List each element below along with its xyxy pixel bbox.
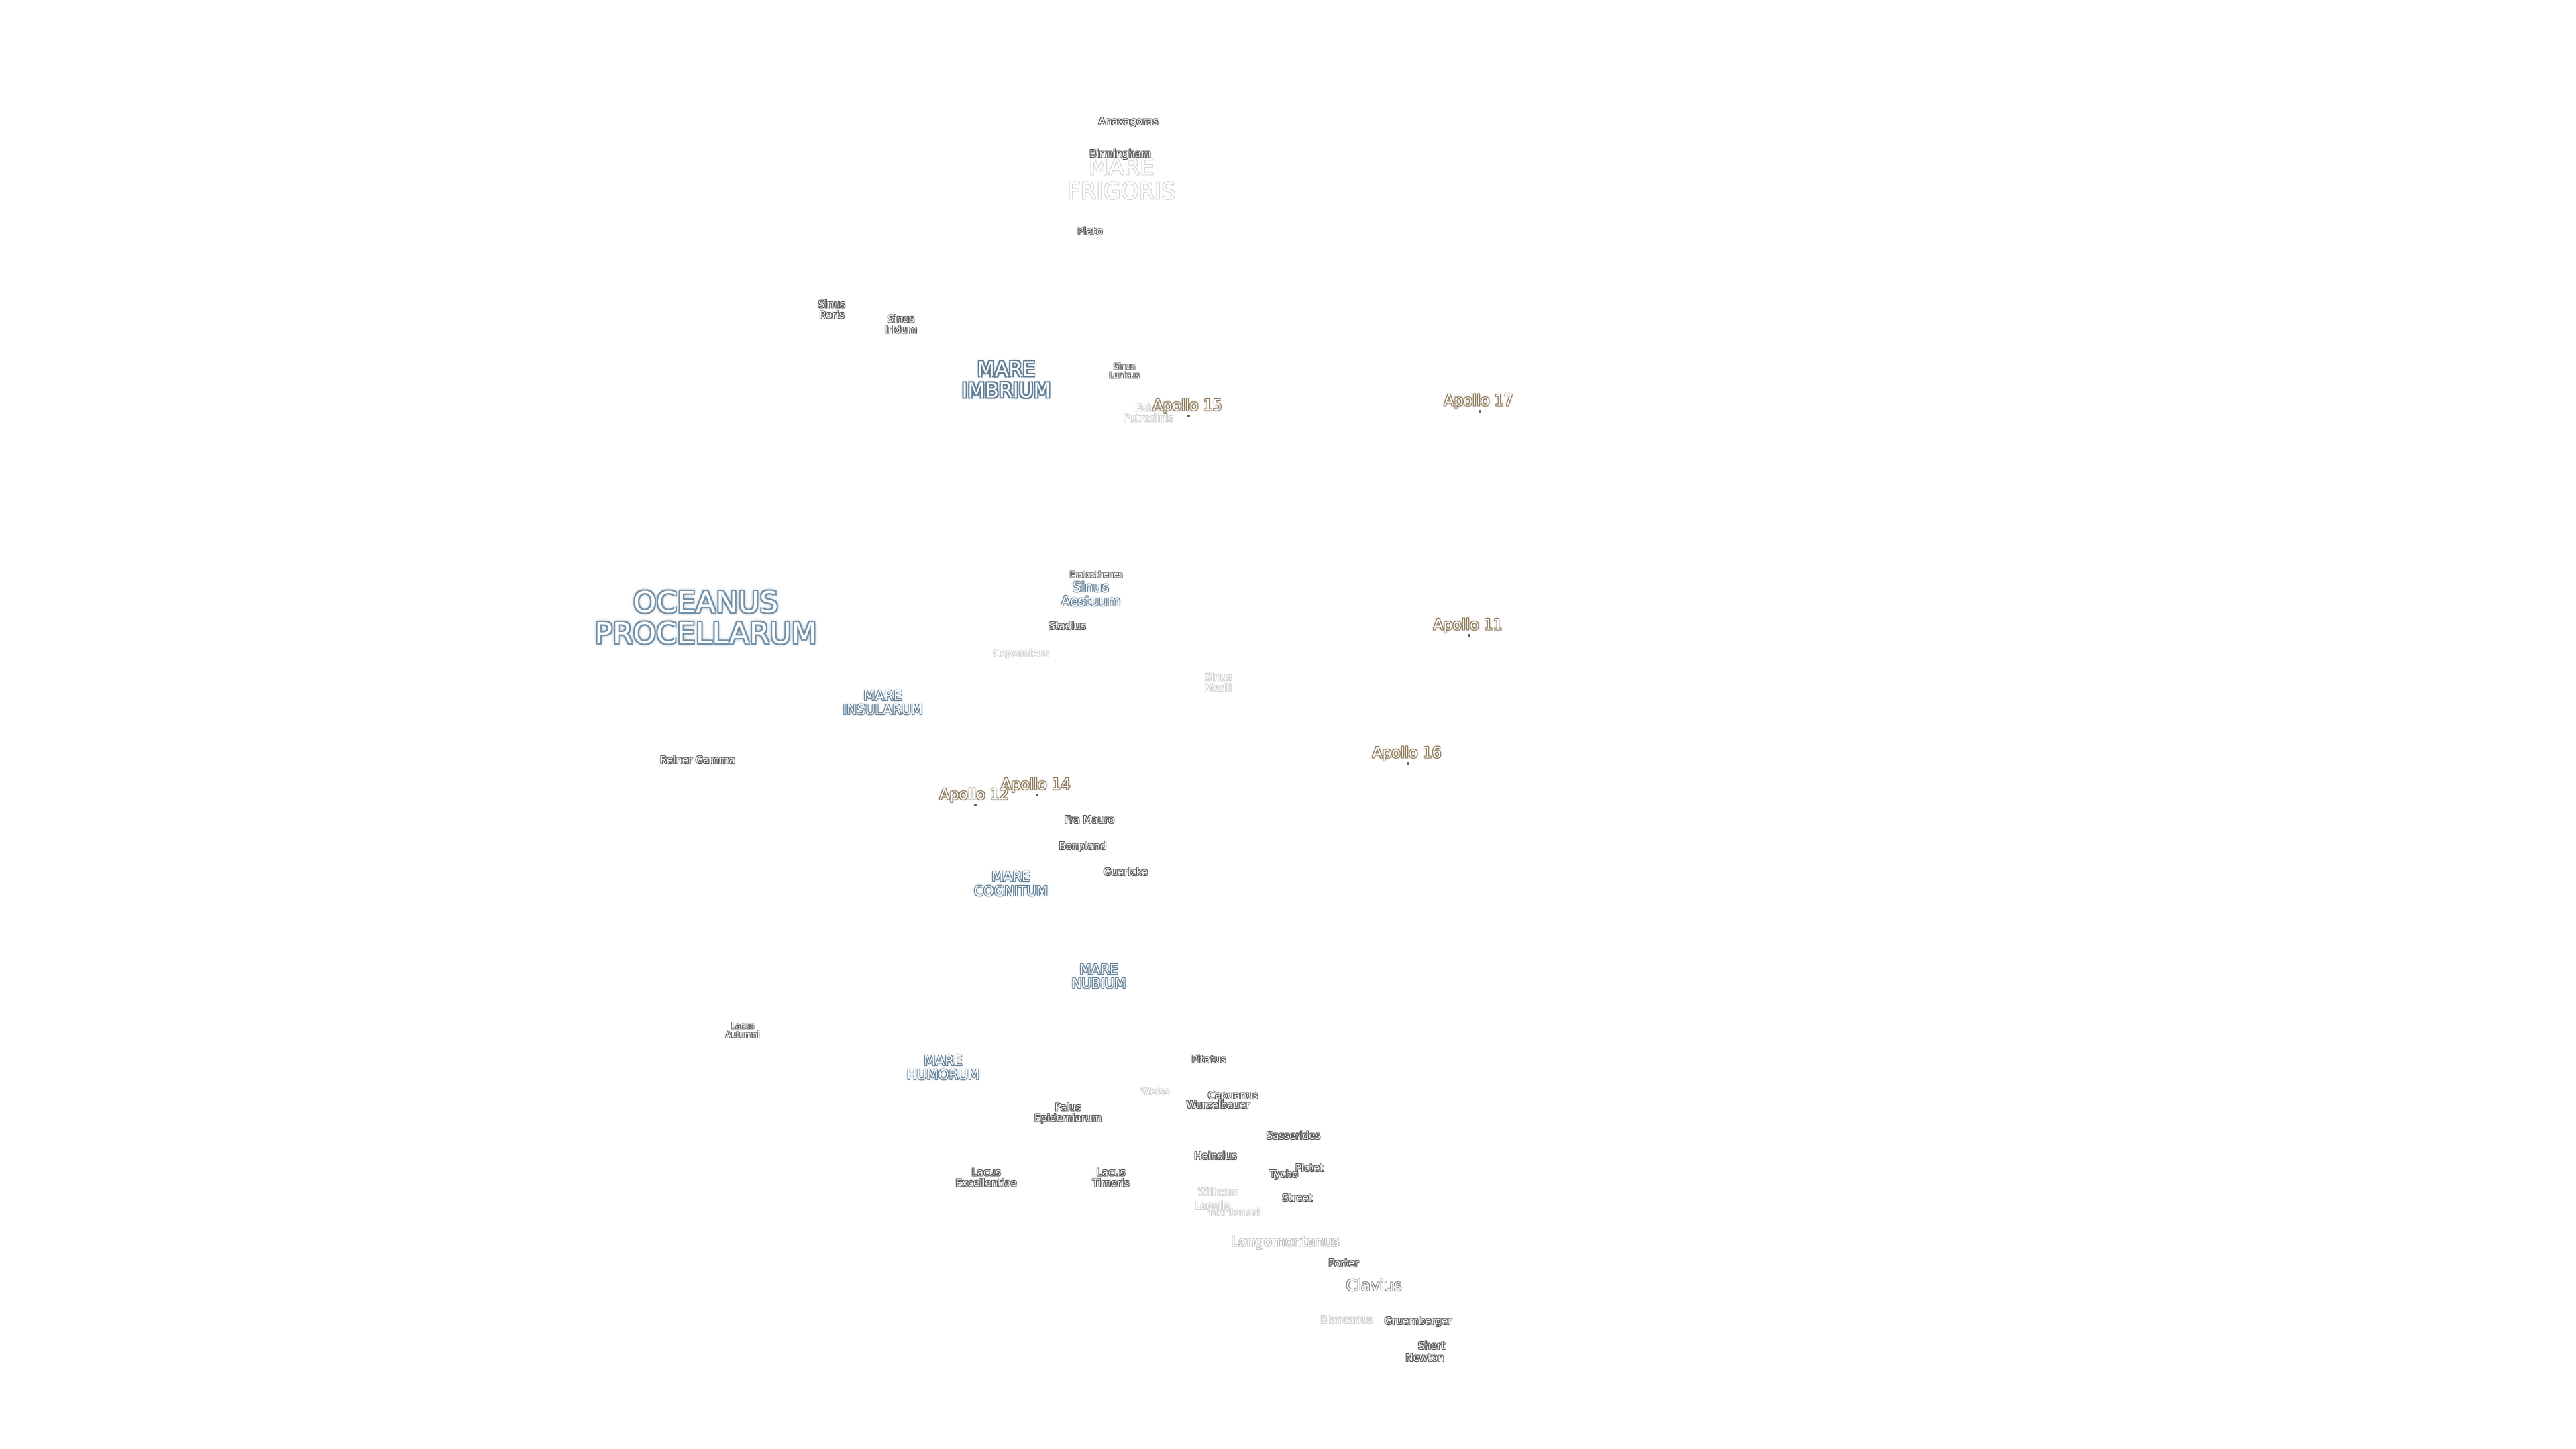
- sinus-lunicus-label: Sinus Lunicus: [1109, 362, 1140, 380]
- mare-frigoris-label: MARE FRIGORIS: [1067, 154, 1176, 205]
- apollo-17-label[interactable]: Apollo 17: [1444, 392, 1513, 410]
- crater-newton-label: Newton: [1405, 1352, 1444, 1364]
- sinus-roris-label: Sinus Roris: [818, 298, 846, 321]
- crater-stadius-label: Stadius: [1049, 620, 1086, 633]
- mare-cognitum-label: MARE COGNITUM: [973, 869, 1049, 899]
- reiner-gamma-label: Reiner Gamma: [659, 754, 736, 767]
- crater-weiss-label: Weiss: [1140, 1085, 1170, 1098]
- crater-short-label: Short: [1417, 1340, 1446, 1352]
- mare-imbrium-label: MARE IMBRIUM: [961, 358, 1051, 402]
- mare-insularum-label: MARE INSULARUM: [843, 688, 923, 718]
- crater-heinsius-label: Heinsius: [1194, 1150, 1237, 1163]
- crater-tycho-label: Tycho: [1269, 1168, 1299, 1181]
- crater-montanari-label: Montanari: [1209, 1206, 1260, 1219]
- apollo-11-label[interactable]: Apollo 11: [1433, 616, 1503, 634]
- crater-clavius-label: Clavius: [1346, 1277, 1402, 1295]
- lacus-timoris-label: Lacus Timoris: [1092, 1166, 1130, 1189]
- crater-eratosthenes-label: Eratosthenes: [1069, 570, 1123, 580]
- apollo-11-marker[interactable]: [1468, 634, 1470, 637]
- crater-wilhelm-label: Wilhelm: [1197, 1186, 1239, 1199]
- crater-wurzelbauer-label: Wurzelbauer: [1186, 1099, 1250, 1112]
- lacus-autumni-label: Lacus Autumni: [725, 1021, 760, 1039]
- crater-copernicus-label: Copernicus: [993, 647, 1049, 660]
- apollo-12-marker[interactable]: [974, 804, 977, 806]
- crater-pictet-label: Pictet: [1295, 1162, 1324, 1175]
- sinus-iridum-label: Sinus Iridum: [884, 313, 918, 335]
- crater-gruemberger-label: Gruemberger: [1384, 1315, 1452, 1328]
- lacus-excellentiae-label: Lacus Excellentiae: [955, 1166, 1017, 1189]
- palus-epidemiarum-label: Palus Epidemiarum: [1034, 1101, 1102, 1124]
- apollo-16-label[interactable]: Apollo 16: [1372, 745, 1442, 762]
- crater-porter-label: Porter: [1328, 1257, 1359, 1270]
- palus-putredinis-label: Palus Putredinis: [1123, 401, 1174, 424]
- crater-blancanus-label: Blancanus: [1320, 1313, 1373, 1326]
- crater-sasserides-label: Sasserides: [1266, 1130, 1321, 1142]
- crater-longomontanus-label: Longomontanus: [1231, 1233, 1340, 1250]
- oceanus-procellarum-label: OCEANUS PROCELLARUM: [594, 585, 817, 651]
- crater-pitatus-label: Pitatus: [1191, 1053, 1226, 1066]
- apollo-12-label[interactable]: Apollo 12: [939, 786, 1009, 804]
- crater-bonpland-label: Bonpland: [1059, 840, 1107, 853]
- crater-street-label: Street: [1282, 1192, 1313, 1205]
- apollo-14-marker[interactable]: [1036, 794, 1038, 796]
- apollo-16-marker[interactable]: [1407, 762, 1409, 765]
- sinus-aestuum-label: Sinus Aestuum: [1061, 579, 1121, 609]
- mare-humorum-label: MARE HUMORUM: [906, 1053, 980, 1083]
- crater-lagalla-label: Lagalla: [1195, 1199, 1231, 1212]
- crater-fra-mauro-label: Fra Mauro: [1064, 814, 1115, 826]
- apollo-17-marker[interactable]: [1479, 410, 1481, 413]
- crater-capuanus-label: Capuanus: [1208, 1089, 1258, 1102]
- crater-plato-label: Plato: [1077, 225, 1103, 238]
- sinus-medii-label: Sinus Medii: [1204, 671, 1232, 694]
- apollo-14-label[interactable]: Apollo 14: [1001, 776, 1071, 794]
- apollo-15-marker[interactable]: [1187, 415, 1190, 417]
- crater-birmingham-label: Birmingham: [1089, 148, 1151, 160]
- crater-guericke-label: Guericke: [1103, 866, 1148, 879]
- apollo-15-label[interactable]: Apollo 15: [1152, 397, 1222, 415]
- crater-anaxagoras-label: Anaxagoras: [1098, 115, 1159, 128]
- mare-nubium-label: MARE NUBIUM: [1071, 961, 1126, 991]
